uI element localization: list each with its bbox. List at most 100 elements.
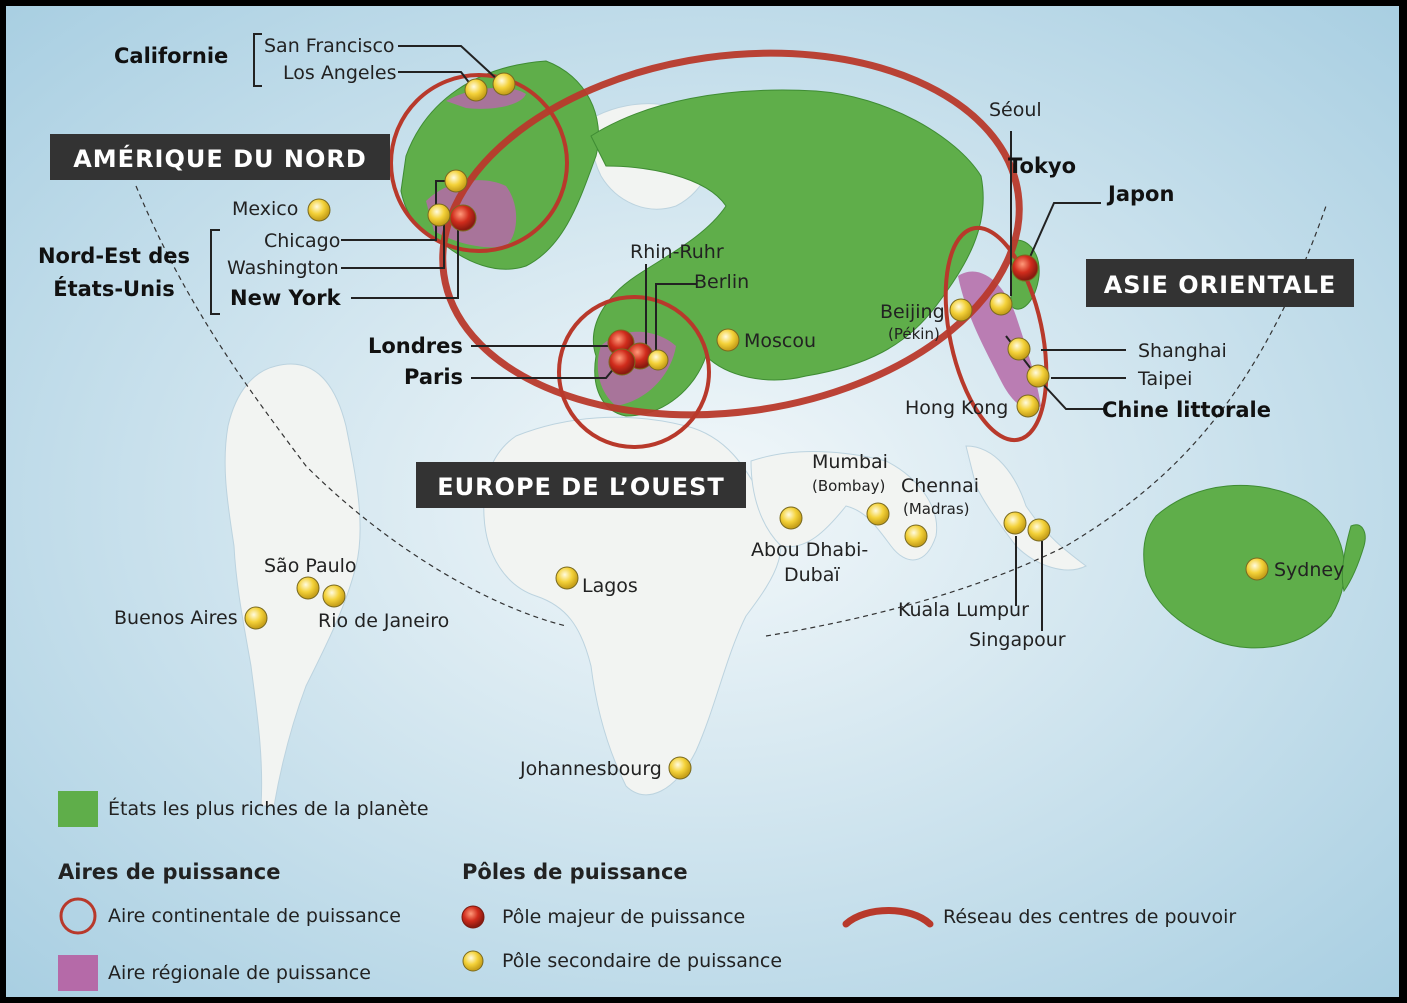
city-label-hong-kong: Hong Kong — [905, 397, 1008, 419]
pole-singapour — [1027, 518, 1051, 542]
legend-secondary-pole-label: Pôle secondaire de puissance — [502, 950, 782, 972]
pole-paris — [608, 348, 636, 376]
pole-mexico — [307, 198, 331, 222]
city-label-shanghai: Shanghai — [1138, 340, 1227, 362]
pole-chennai — [904, 524, 928, 548]
city-label-buenos-aires: Buenos Aires — [114, 607, 238, 629]
city-label-sao-paulo: São Paulo — [264, 555, 357, 577]
pole-moscou — [716, 328, 740, 352]
svg-text:AMÉRIQUE DU NORD: AMÉRIQUE DU NORD — [73, 144, 367, 173]
pole-san-francisco — [492, 72, 516, 96]
group-label-nord-est-1: Nord-Est des — [38, 244, 190, 268]
group-label-chine-littorale: Chine littorale — [1102, 398, 1271, 422]
legend-rich-states-swatch — [58, 791, 98, 827]
group-label-nord-est-2: États-Unis — [53, 276, 175, 301]
legend-areas-title: Aires de puissance — [58, 860, 280, 884]
city-label-los-angeles: Los Angeles — [283, 62, 396, 84]
city-label-moscou: Moscou — [744, 330, 816, 352]
pole-buenos-aires — [244, 606, 268, 630]
pole-shanghai — [1007, 337, 1031, 361]
city-label-mumbai: Mumbai — [812, 451, 888, 473]
pole-beijing — [949, 298, 973, 322]
city-label-kuala-lumpur: Kuala Lumpur — [898, 599, 1029, 621]
group-label-californie: Californie — [114, 44, 228, 68]
city-label-taipei: Taipei — [1137, 368, 1192, 390]
pole-new-york — [449, 204, 477, 232]
city-label-paris: Paris — [404, 365, 463, 389]
pole-chicago — [444, 169, 468, 193]
legend: États les plus riches de la planète Aire… — [58, 791, 1236, 991]
legend-secondary-pole-swatch — [462, 950, 484, 972]
pole-mumbai — [866, 502, 890, 526]
pole-rio — [322, 584, 346, 608]
city-label-abou-dhabi: Abou Dhabi- — [751, 539, 868, 561]
australia-green — [1143, 484, 1346, 649]
city-label-lagos: Lagos — [582, 575, 638, 597]
south-asia — [750, 451, 938, 561]
continental-area-east-asia — [943, 225, 1049, 443]
legend-continental-area-swatch — [59, 897, 97, 935]
pole-seoul — [989, 292, 1013, 316]
california-bracket — [253, 33, 262, 87]
eurasia-green — [590, 89, 984, 417]
legend-major-pole-label: Pôle majeur de puissance — [502, 906, 745, 928]
city-label-mexico: Mexico — [232, 198, 298, 220]
south-america — [224, 363, 361, 807]
pole-tokyo — [1011, 254, 1039, 282]
city-label-rhin-ruhr: Rhin-Ruhr — [630, 241, 724, 263]
continental-areas — [389, 73, 1049, 449]
city-label-dubai: Dubaï — [784, 564, 840, 586]
svg-text:ASIE ORIENTALE: ASIE ORIENTALE — [1104, 271, 1337, 299]
pole-abou-dhabi — [779, 506, 803, 530]
map-frame: AMÉRIQUE DU NORD EUROPE DE L’OUEST ASIE … — [6, 6, 1399, 997]
city-label-berlin: Berlin — [694, 271, 749, 293]
city-label-bombay: (Bombay) — [812, 477, 885, 495]
world-power-map: AMÉRIQUE DU NORD EUROPE DE L’OUEST ASIE … — [6, 6, 1399, 997]
city-label-chicago: Chicago — [264, 230, 340, 252]
continental-area-north-america — [389, 73, 569, 253]
group-brackets — [210, 33, 262, 315]
city-label-sydney: Sydney — [1274, 559, 1344, 581]
city-label-washington: Washington — [227, 257, 339, 279]
legend-network-swatch — [842, 907, 934, 928]
city-label-singapour: Singapour — [969, 629, 1066, 651]
pole-sydney — [1245, 557, 1269, 581]
legend-regional-area-swatch — [58, 955, 98, 991]
city-label-new-york: New York — [230, 286, 342, 310]
pole-johannesbourg — [668, 756, 692, 780]
city-label-rio: Rio de Janeiro — [318, 610, 449, 632]
region-label-east-asia: ASIE ORIENTALE — [1086, 259, 1354, 307]
city-label-seoul: Séoul — [989, 99, 1042, 121]
network-of-power-centres — [439, 49, 1023, 419]
new-zealand-green — [1341, 524, 1366, 593]
city-label-pekin: (Pékin) — [888, 325, 940, 343]
poles — [244, 72, 1269, 780]
legend-poles-title: Pôles de puissance — [462, 860, 688, 884]
city-label-johannesbourg: Johannesbourg — [519, 758, 662, 780]
svg-text:EUROPE DE L’OUEST: EUROPE DE L’OUEST — [437, 473, 725, 501]
pole-sao-paulo — [296, 576, 320, 600]
city-label-san-francisco: San Francisco — [264, 35, 395, 57]
city-label-beijing: Beijing — [880, 301, 945, 323]
pole-kuala-lumpur — [1003, 511, 1027, 535]
region-label-western-europe: EUROPE DE L’OUEST — [416, 462, 746, 508]
legend-network-label: Réseau des centres de pouvoir — [943, 906, 1236, 928]
legend-major-pole-swatch — [461, 905, 485, 929]
legend-regional-area-label: Aire régionale de puissance — [108, 962, 371, 984]
city-label-madras: (Madras) — [903, 500, 970, 518]
continental-area-europe — [557, 295, 711, 449]
north-east-bracket — [210, 229, 220, 315]
pole-hong-kong — [1016, 394, 1040, 418]
pole-washington — [427, 203, 451, 227]
city-label-chennai: Chennai — [901, 475, 979, 497]
dashed-boundary — [135, 185, 1327, 637]
legend-rich-states-label: États les plus riches de la planète — [108, 797, 429, 820]
group-label-japon: Japon — [1106, 182, 1174, 206]
city-label-tokyo: Tokyo — [1008, 154, 1076, 178]
legend-continental-area-label: Aire continentale de puissance — [108, 905, 401, 927]
pole-taipei — [1026, 364, 1050, 388]
city-label-londres: Londres — [368, 334, 463, 358]
pole-lagos — [555, 566, 579, 590]
pole-los-angeles — [464, 78, 488, 102]
pole-berlin — [647, 349, 669, 371]
